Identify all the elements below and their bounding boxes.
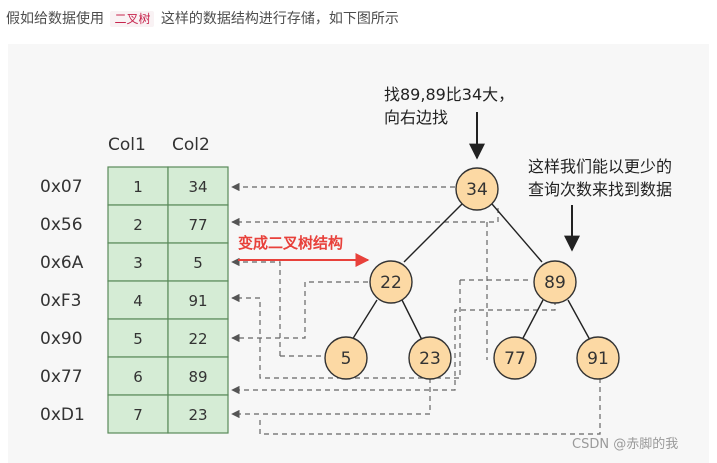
edge-22-5 [351,299,378,341]
row-col2: 89 [188,368,207,386]
edge-89-77 [521,299,544,341]
edge-34-22 [403,203,463,263]
col1-cell [107,280,169,320]
intro-after: 这样的数据结构进行存储，如下图所示 [160,11,399,27]
table-row: 0xD1 7 23 [40,394,229,434]
row-col1: 7 [133,406,143,424]
edge-22-23 [401,299,423,341]
row-col1: 3 [133,254,143,272]
table-row: 0x6A 3 5 [40,242,229,282]
col2-cell [167,242,229,282]
node-label: 34 [466,180,488,200]
link-89-row6 [231,300,556,395]
link-5-row3 [231,257,281,356]
row-address: 0x56 [40,215,83,235]
row-col1: 4 [133,292,143,310]
intro-text: 假如给数据使用 二叉树 这样的数据结构进行存储，如下图所示 [6,8,399,28]
node-label: 77 [504,349,526,369]
link-91-bottom [259,378,601,435]
edge-89-91 [567,299,591,341]
tree-node-right-right: 91 [576,336,620,380]
tree-node-left-right: 23 [408,336,452,380]
row-col2: 22 [188,330,207,348]
tree-node-right: 89 [533,260,577,304]
table-row: 0xF3 4 91 [40,280,229,320]
row-address: 0xF3 [40,291,81,311]
link-77-row2 [231,208,499,227]
row-col1: 6 [133,368,143,386]
col1-header: Col1 [108,135,146,155]
fewer-note-line1: 这样我们能以更少的 [528,157,672,176]
col2-cell [167,280,229,320]
col2-cell [167,394,229,434]
node-label: 23 [419,349,441,369]
transform-label: 变成二叉树结构 [238,234,343,252]
intro-code: 二叉树 [110,11,155,27]
row-address: 0x77 [40,367,83,387]
row-address: 0x07 [40,177,83,197]
table-row: 0x56 2 77 [40,204,229,244]
tree-node-right-left: 77 [493,336,537,380]
tree-node-root: 34 [455,167,499,211]
search-note-line1: 找89,89比34大， [384,85,514,104]
row-address: 0xD1 [40,405,85,425]
row-address: 0x90 [40,329,83,349]
node-label: 89 [544,273,566,293]
row-col2: 91 [188,292,207,310]
row-col2: 34 [188,178,207,196]
table-row: 0x77 6 89 [40,356,229,396]
link-22-row5 [231,281,368,343]
search-note-line2: 向右边找 [384,108,448,127]
link-23-row7 [231,378,431,419]
tree-node-left-left: 5 [324,336,368,380]
table-row: 0x90 5 22 [40,318,229,358]
row-col2: 23 [188,406,207,424]
row-col1: 1 [133,178,143,196]
node-label: 22 [380,273,402,293]
col2-cell [167,356,229,396]
link-91-row4 [231,280,461,379]
row-col1: 5 [133,330,143,348]
table-row: 0x07 1 34 [40,166,229,206]
row-col1: 2 [133,216,143,234]
intro-before: 假如给数据使用 [6,11,104,27]
row-col2: 77 [188,216,207,234]
row-col2: 5 [193,254,203,272]
tree-node-left: 22 [369,260,413,304]
edge-34-89 [491,203,543,263]
node-label: 5 [341,349,352,369]
fewer-note-line2: 查询次数来找到数据 [528,180,672,199]
row-address: 0x6A [40,253,84,273]
watermark: CSDN @赤脚的我 [572,436,678,452]
col1-cell [107,356,169,396]
col2-header: Col2 [172,135,210,155]
col2-cell [167,318,229,358]
col1-cell [107,318,169,358]
col2-cell [167,204,229,244]
col1-cell [107,394,169,434]
node-label: 91 [587,349,609,369]
